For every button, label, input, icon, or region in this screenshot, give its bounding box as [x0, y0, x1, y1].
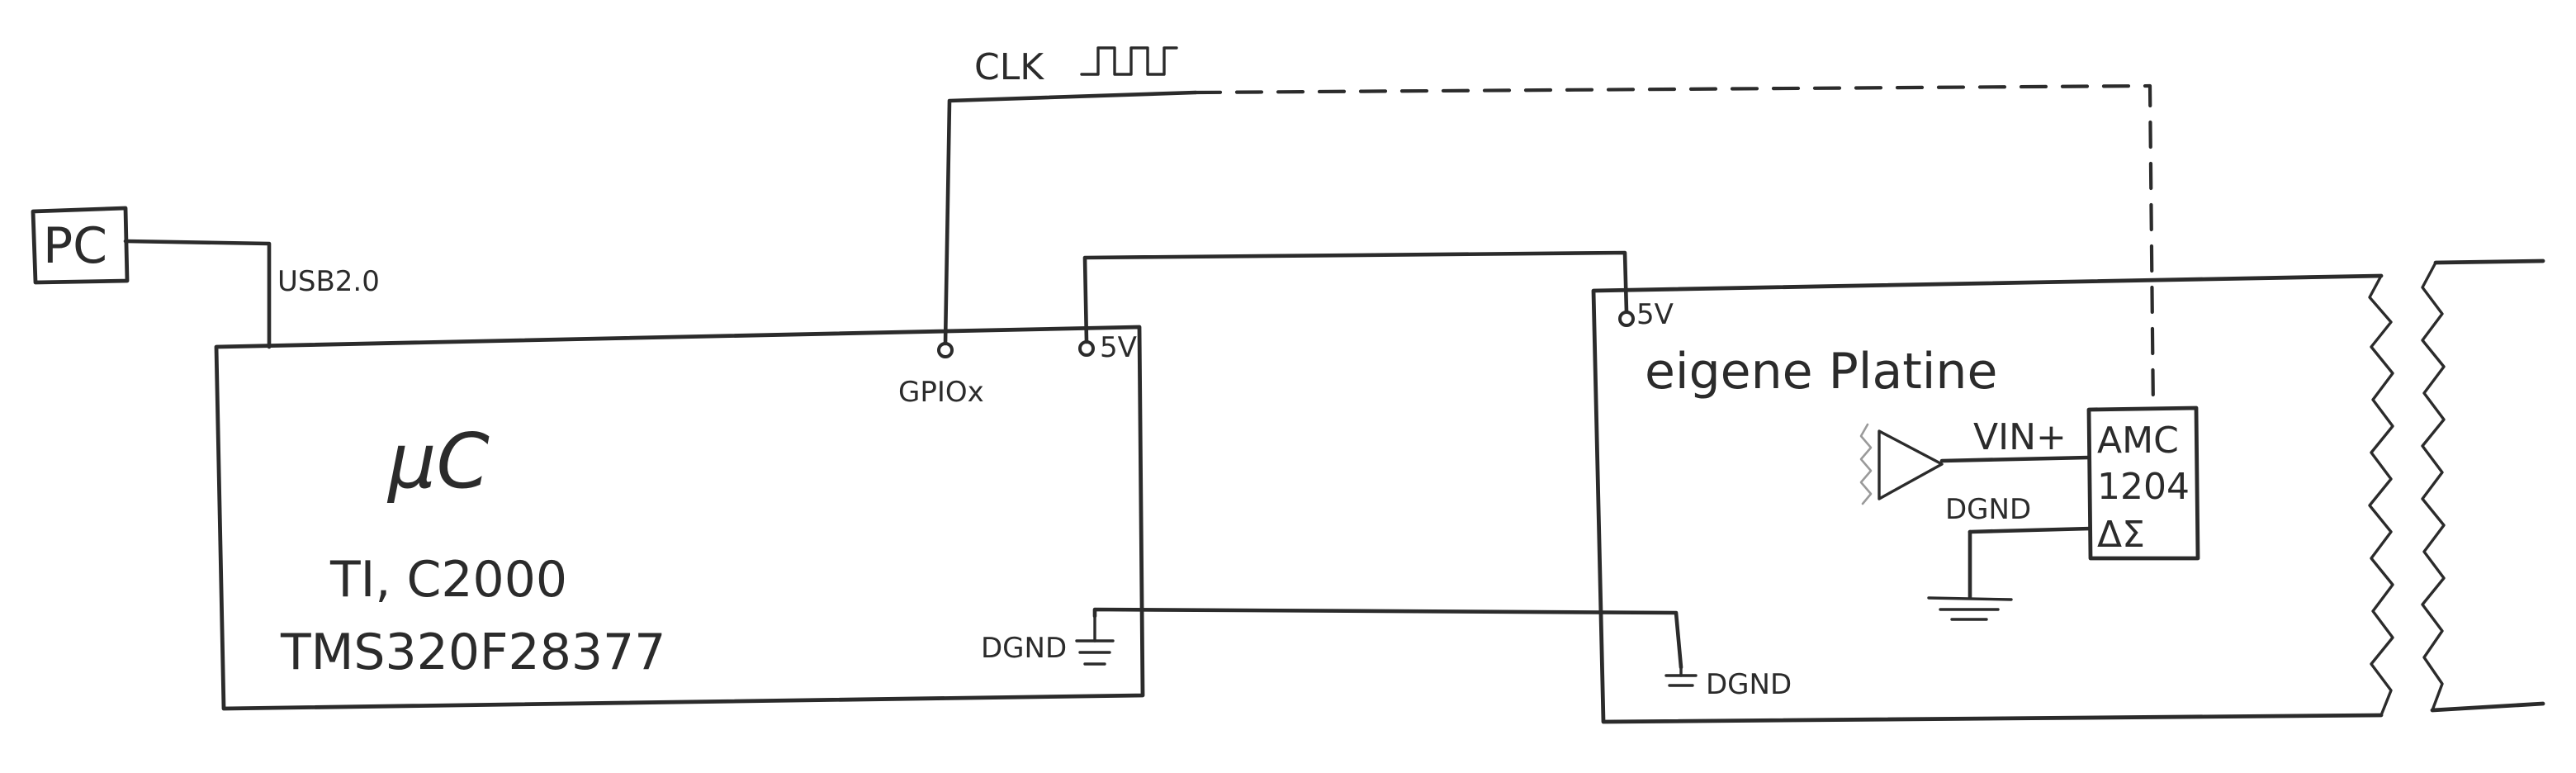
pc-box [31, 206, 130, 285]
mcu-5v-label: 5V [1100, 331, 1137, 364]
clk-label: CLK [974, 46, 1044, 88]
custom-board-title: eigene Platine [1645, 343, 1997, 401]
custom-board-5v-label: 5V [1636, 298, 1674, 331]
mcu-gpio-label: GPIOx [898, 376, 984, 409]
custom-board-break-line [2368, 274, 2394, 717]
dgnd-small-label: DGND [1945, 493, 2031, 526]
local-ground-symbol [1927, 596, 2013, 621]
amc-line1: AMC [2097, 420, 2179, 462]
usb-wire [123, 239, 272, 349]
clock-waveform-icon [1080, 46, 1178, 76]
next-board-fragment [2421, 258, 2545, 713]
vin-label: VIN+ [1973, 416, 2067, 458]
mcu-ground-symbol [1075, 614, 1115, 666]
usb-label: USB2.0 [277, 265, 380, 298]
amplifier-icon [1878, 429, 1944, 500]
dgnd-small-wire [1968, 526, 2093, 534]
custom-board-dgnd-label: DGND [1706, 668, 1792, 701]
amc-chip-box [2086, 405, 2200, 561]
mcu-vendor: TI, C2000 [329, 551, 567, 609]
mcu-5v-pin [1078, 340, 1095, 357]
next-board-break-line [2421, 261, 2446, 712]
clk-dashed-wire [1193, 83, 2156, 415]
mcu-box [214, 325, 1145, 711]
amplifier-wavy-mark [1859, 423, 1873, 505]
amc-line3: ΔΣ [2097, 514, 2145, 556]
dgnd-wire [1092, 607, 1683, 670]
mcu-title: μC [386, 417, 490, 505]
next-board-top-edge [2433, 258, 2545, 265]
custom-board: 5V eigene Platine DGND VIN+ DGND AMC 120… [1591, 273, 2394, 724]
pc-label: PC [43, 217, 107, 275]
custom-board-5v-pin [1618, 311, 1635, 327]
pc-block: PC [31, 206, 130, 285]
board-ground-symbol [1664, 666, 1698, 687]
mcu-board: μC TI, C2000 TMS320F28377 GPIOx 5V DGND [214, 325, 1145, 711]
next-board-bottom-edge [2430, 701, 2545, 713]
amc-line2: 1204 [2097, 466, 2190, 508]
vin-wire [1939, 455, 2091, 463]
gpio-pin [937, 342, 954, 358]
custom-board-outline [1591, 273, 2384, 724]
mcu-dgnd-label: DGND [981, 632, 1067, 665]
5v-wire [1082, 250, 1629, 344]
mcu-part: TMS320F28377 [280, 624, 665, 681]
clk-wire [943, 90, 1198, 346]
